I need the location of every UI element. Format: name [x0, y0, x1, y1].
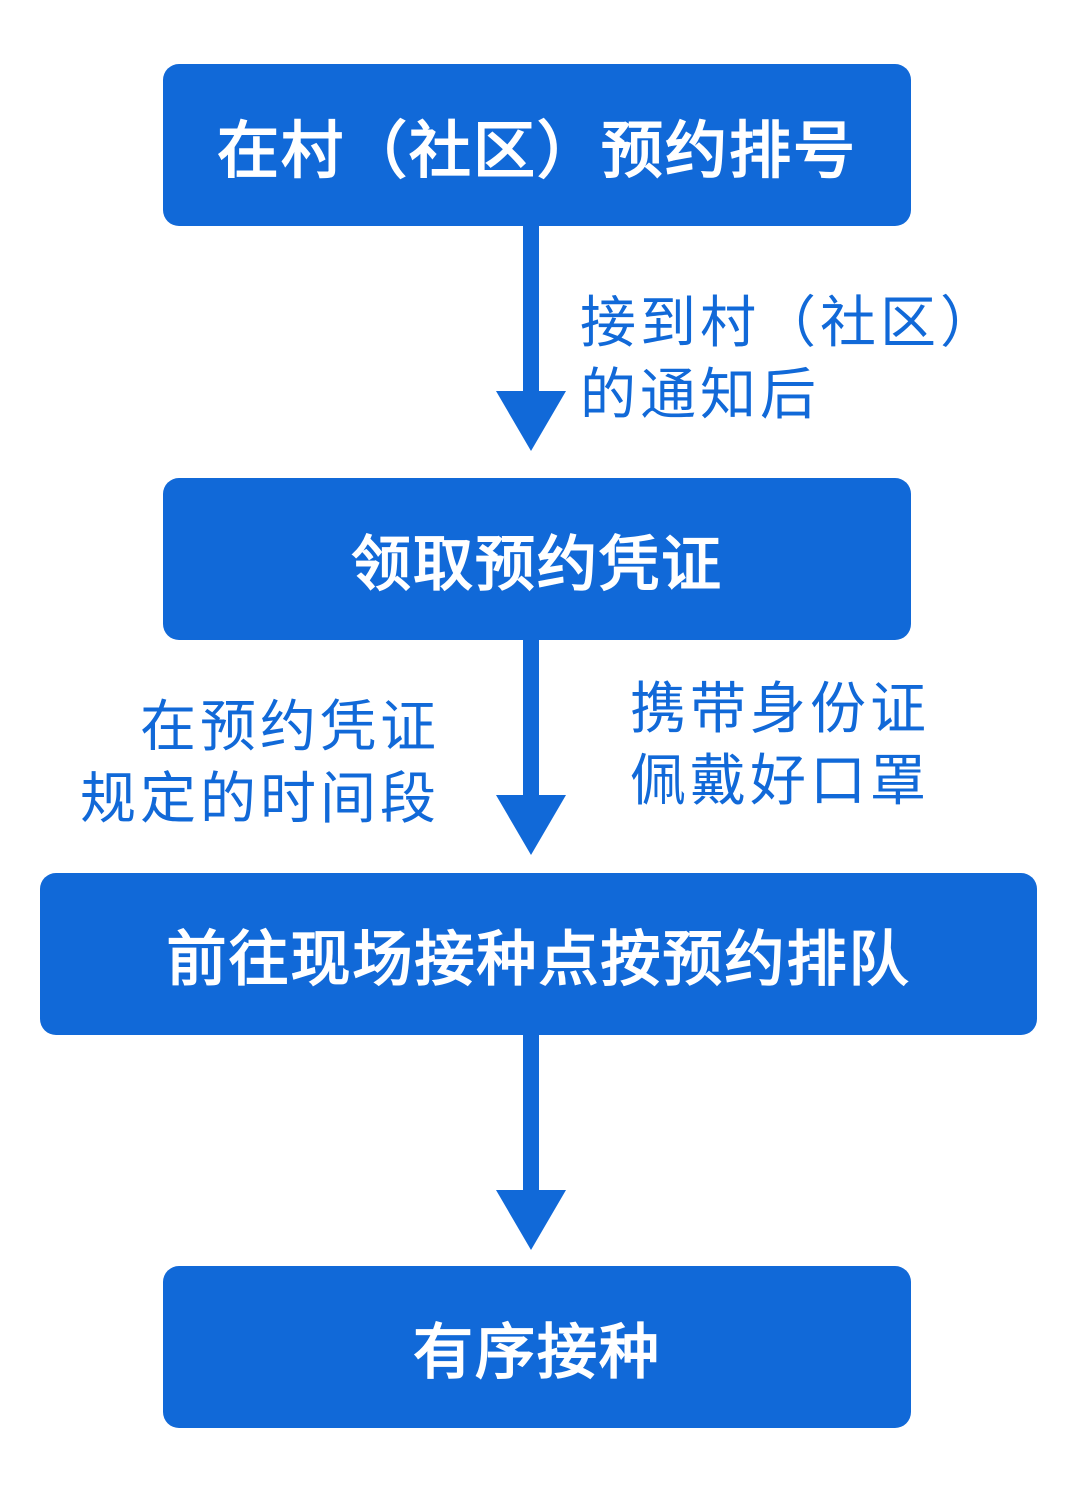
arrow-shaft: [523, 1035, 539, 1195]
note-line: 携带身份证: [630, 677, 930, 742]
down-arrow-icon: [496, 640, 566, 855]
arrow-shaft: [523, 640, 539, 800]
step-label: 领取预约凭证: [351, 529, 723, 600]
note-after-notification: 接到村（社区） 的通知后: [580, 288, 1000, 432]
step-label: 在村（社区）预约排号: [216, 114, 857, 187]
note-line: 的通知后: [580, 363, 820, 428]
step-label: 前往现场接种点按预约排队: [166, 924, 911, 995]
note-id-and-mask: 携带身份证 佩戴好口罩: [630, 674, 930, 818]
step-box-reserve-number: 在村（社区）预约排号: [163, 64, 911, 226]
note-line: 在预约凭证: [140, 695, 440, 760]
note-time-slot: 在预约凭证 规定的时间段: [68, 692, 440, 836]
arrow-head: [496, 391, 566, 451]
down-arrow-icon: [496, 226, 566, 451]
step-box-queue-on-site: 前往现场接种点按预约排队: [40, 873, 1037, 1035]
arrow-head: [496, 795, 566, 855]
down-arrow-icon: [496, 1035, 566, 1250]
note-line: 接到村（社区）: [580, 291, 1000, 356]
note-line: 佩戴好口罩: [630, 749, 930, 814]
step-label: 有序接种: [413, 1317, 661, 1388]
arrow-shaft: [523, 226, 539, 396]
step-box-vaccinate-in-order: 有序接种: [163, 1266, 911, 1428]
note-line: 规定的时间段: [80, 767, 440, 832]
arrow-head: [496, 1190, 566, 1250]
step-box-get-voucher: 领取预约凭证: [163, 478, 911, 640]
